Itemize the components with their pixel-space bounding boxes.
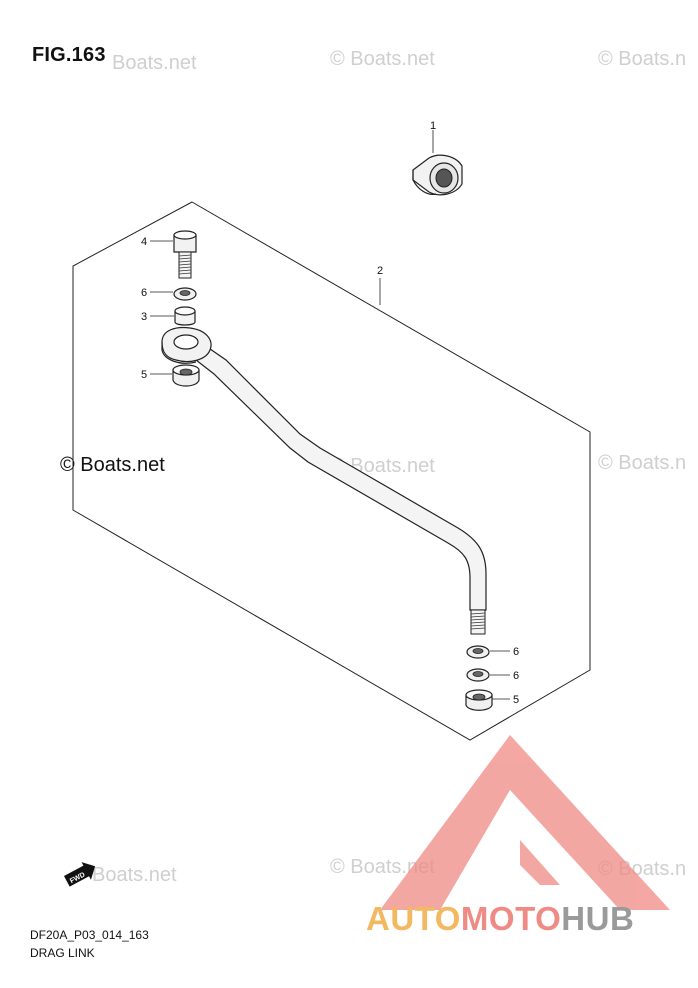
part-6-washer-bottom-b-icon: [466, 668, 490, 682]
watermark-bottom-left: Boats.net: [92, 864, 177, 886]
part-2-drag-link-icon: [161, 326, 487, 635]
figure-code: DF20A_P03_014_163: [30, 928, 149, 942]
callout-6-bottom-a: 6: [513, 646, 519, 658]
part-3-spacer-icon: [174, 306, 196, 326]
part-6-washer-bottom-a-icon: [466, 645, 490, 659]
callout-4: 4: [141, 236, 147, 248]
callout-1: 1: [430, 120, 436, 132]
figure-name: DRAG LINK: [30, 946, 95, 960]
part-6-washer-icon: [173, 287, 197, 301]
callout-6-bottom-b: 6: [513, 670, 519, 682]
part-5-nut-icon: [172, 364, 200, 387]
automotohub-logo-text: AUTOMOTOHUB: [366, 900, 634, 938]
watermark-left-mid: © Boats.net: [60, 454, 165, 476]
part-4-bolt-icon: [173, 230, 197, 279]
callout-2: 2: [377, 265, 383, 277]
part-1-nut-icon: [412, 154, 463, 196]
watermark-right-mid: © Boats.n: [598, 452, 687, 474]
watermark-top-mid: © Boats.net: [330, 48, 435, 70]
logo-part-hub: HUB: [561, 900, 635, 937]
figure-title: FIG.163: [32, 44, 106, 66]
callout-6-top: 6: [141, 287, 147, 299]
watermark-top-left: Boats.net: [112, 52, 197, 74]
logo-part-auto: AUTO: [366, 900, 461, 937]
callout-5-bottom: 5: [513, 694, 519, 706]
callout-5-top: 5: [141, 369, 147, 381]
automotohub-logo-mark: [380, 735, 670, 910]
fwd-arrow-icon: FWD: [64, 862, 96, 887]
assembly-outline: [72, 201, 591, 741]
callout-3: 3: [141, 311, 147, 323]
part-5-nut-bottom-icon: [465, 689, 493, 711]
watermark-top-right: © Boats.n: [598, 48, 687, 70]
logo-part-moto: MOTO: [460, 900, 562, 937]
